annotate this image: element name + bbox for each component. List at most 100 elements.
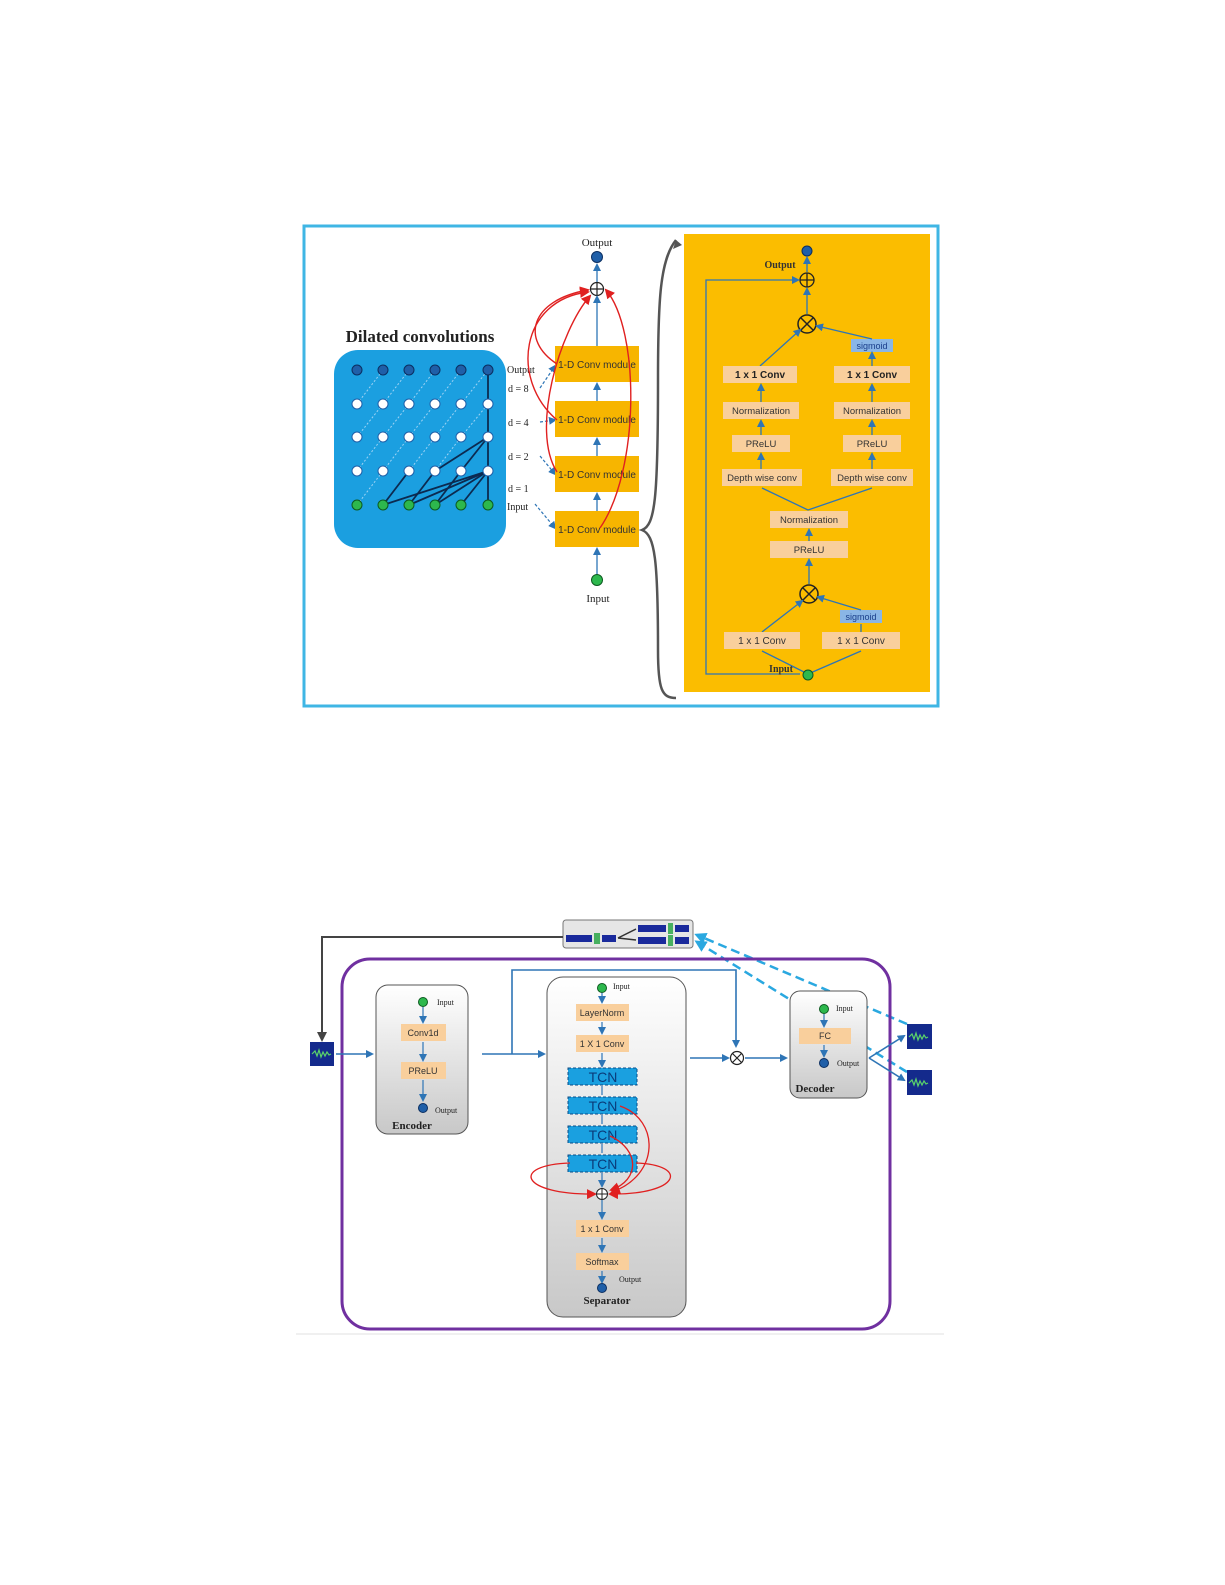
skip-arrow: [609, 1135, 634, 1193]
depthwise-block: [831, 469, 913, 486]
block-label: Depth wise conv: [837, 473, 907, 484]
tcn-block: [567, 1067, 638, 1086]
lattice-edge: [408, 403, 436, 438]
device-segment-icon: [675, 937, 689, 944]
separator-input-node: [597, 983, 607, 993]
conv-module-label: 1-D Conv module: [558, 525, 636, 536]
conv-block: [822, 632, 900, 649]
lattice-node: [482, 364, 494, 376]
lattice-edge: [460, 403, 489, 438]
split-icon: [617, 928, 637, 941]
lattice-edge: [434, 403, 462, 438]
softmax-block: [576, 1253, 629, 1270]
skip-arrow: [530, 1162, 597, 1200]
block-label: Normalization: [732, 406, 790, 417]
dilation-label: d = 1: [508, 484, 529, 495]
conv-module: [555, 401, 639, 437]
separator-output-label: Output: [619, 1275, 642, 1284]
lattice-node: [455, 364, 467, 376]
conv-module-label: 1-D Conv module: [558, 360, 636, 371]
flow-arrow: [759, 328, 802, 367]
separator-input-label: Input: [613, 982, 631, 991]
dilation-label: d = 8: [508, 384, 529, 395]
bypass-arrow: [511, 969, 740, 1054]
lattice-node: [429, 499, 441, 511]
lattice-connection: [382, 470, 489, 506]
block-label: 1 x 1 Conv: [735, 370, 785, 381]
device-segment-icon: [638, 937, 666, 944]
block-label: Conv1d: [407, 1028, 438, 1038]
conv-module: [555, 346, 639, 382]
decoder-output-node: [819, 1058, 829, 1068]
conv-module-label: 1-D Conv module: [558, 415, 636, 426]
lattice-node: [429, 364, 441, 376]
block-label: 1 X 1 Conv: [580, 1039, 625, 1049]
conv-block: [724, 632, 800, 649]
brace: [638, 239, 677, 700]
decoder-input-node: [819, 1004, 829, 1014]
flow-arrow: [815, 323, 873, 340]
lattice-node: [377, 364, 389, 376]
norm-block: [834, 402, 910, 419]
fc-block: [799, 1028, 851, 1044]
lattice-edge: [434, 436, 462, 472]
lattice-edge: [382, 369, 410, 405]
plus-icon: [800, 273, 814, 287]
conv-block: [576, 1035, 629, 1052]
detail-output-node: [801, 245, 813, 257]
stack-input-node: [591, 574, 603, 586]
conv-module-label: 1-D Conv module: [558, 470, 636, 481]
dilation-label: d = 4: [508, 418, 529, 429]
block-label: LayerNorm: [580, 1008, 625, 1018]
lattice-node: [429, 465, 441, 477]
lattice-node: [482, 398, 494, 410]
flow-arrow: [761, 599, 804, 633]
lattice-connection: [408, 470, 436, 506]
prelu-block: [843, 435, 901, 452]
top-figure: Dilated convolutions Output Input d = 8 …: [302, 224, 940, 708]
lattice-connection: [460, 470, 489, 506]
lattice-node: [403, 465, 415, 477]
split-lines: [761, 487, 873, 511]
device-segment-icon: [594, 933, 600, 944]
tcn-block: [567, 1096, 638, 1115]
pointer-arrow: [539, 455, 557, 476]
norm-block: [723, 402, 799, 419]
device-segment-icon: [602, 935, 616, 942]
tcn-label: TCN: [589, 1098, 618, 1114]
pointer-arrow: [539, 364, 557, 389]
bottom-figure: Input Conv1d PReLU Output Encoder Input …: [296, 919, 944, 1335]
detail-input-node: [802, 669, 814, 681]
lattice-edge: [356, 369, 384, 405]
block-label: PReLU: [794, 545, 825, 556]
depthwise-block: [722, 469, 802, 486]
decoder-title: Decoder: [795, 1083, 834, 1095]
block-label: PReLU: [746, 439, 777, 450]
skip-arrow: [545, 294, 592, 473]
block-label: PReLU: [857, 439, 888, 450]
stack-output-label: Output: [582, 237, 613, 249]
lattice-node: [403, 431, 415, 443]
lattice-edge: [356, 403, 384, 438]
skip-arrow: [527, 287, 590, 421]
lattice-connection: [460, 436, 489, 472]
skip-arrow: [534, 286, 590, 365]
lattice-node: [403, 364, 415, 376]
waveform-trace-icon: [908, 1030, 929, 1042]
lattice-node: [351, 465, 363, 477]
pointer-arrow: [534, 503, 557, 530]
prelu-block: [732, 435, 790, 452]
lattice-node: [377, 398, 389, 410]
pointer-arrow: [539, 416, 557, 425]
lattice-edge: [408, 369, 436, 405]
dilated-title: Dilated convolutions: [346, 327, 495, 346]
plus-icon: [591, 283, 603, 295]
lattice-connection: [382, 470, 410, 506]
device-segment-icon: [566, 935, 592, 942]
conv-block: [723, 366, 797, 383]
encoder-output-node: [418, 1103, 428, 1113]
prelu-block: [401, 1062, 446, 1079]
dilated-lattice: [351, 364, 494, 511]
lattice-node: [403, 499, 415, 511]
